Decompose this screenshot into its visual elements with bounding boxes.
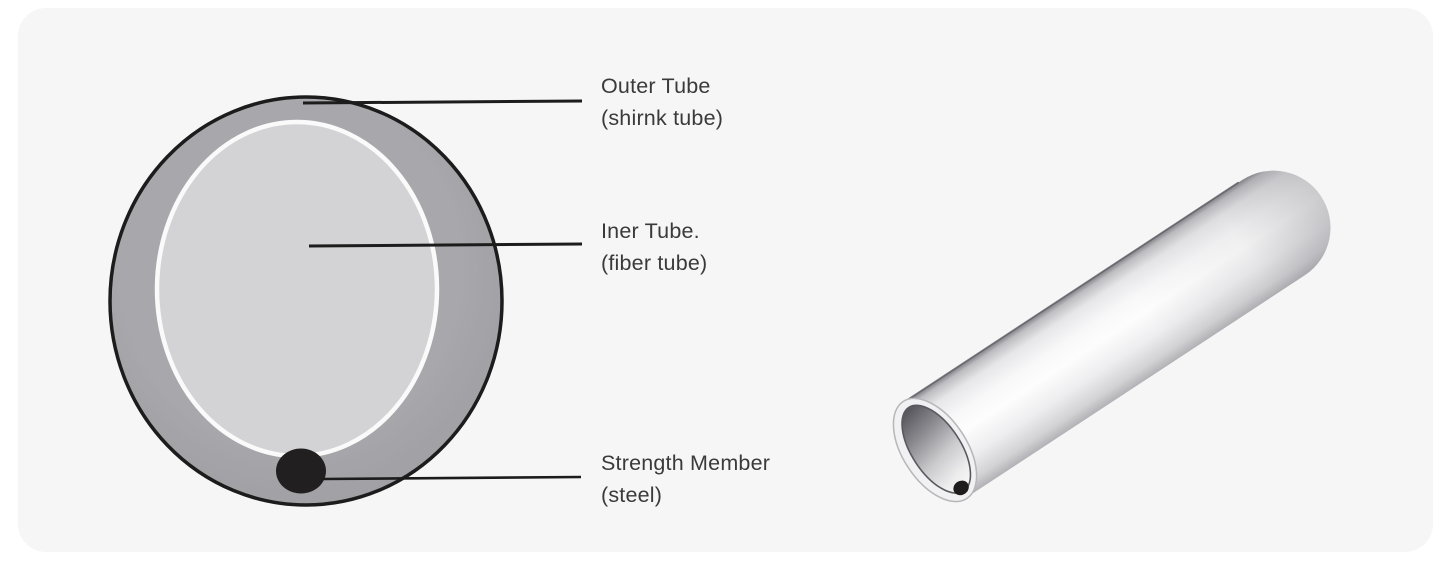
inner-tube-disc (154, 119, 440, 459)
cross-section-diagram (108, 95, 583, 507)
strength-member-dot (276, 448, 326, 494)
label-outer-tube: Outer Tube (shirnk tube) (601, 70, 723, 134)
leader-line-inner-tube (308, 242, 583, 248)
label-strength-member: Strength Member (steel) (601, 447, 770, 511)
label-inner-tube: Iner Tube. (fiber tube) (601, 215, 707, 279)
tube-3d-render (892, 170, 1331, 503)
label-inner-tube-subtitle: (fiber tube) (601, 251, 708, 275)
leader-line-strength-member (321, 475, 582, 481)
label-inner-tube-title: Iner Tube. (601, 219, 700, 243)
label-outer-tube-subtitle: (shirnk tube) (601, 106, 724, 130)
tube-far-end-shading (894, 170, 1331, 501)
label-outer-tube-title: Outer Tube (601, 74, 711, 98)
tube-strength-wire (953, 480, 969, 496)
tube-top-edge-line (906, 181, 1239, 402)
label-strength-member-subtitle: (steel) (601, 483, 663, 507)
label-strength-member-title: Strength Member (601, 451, 771, 475)
leader-line-outer-tube (302, 99, 583, 105)
